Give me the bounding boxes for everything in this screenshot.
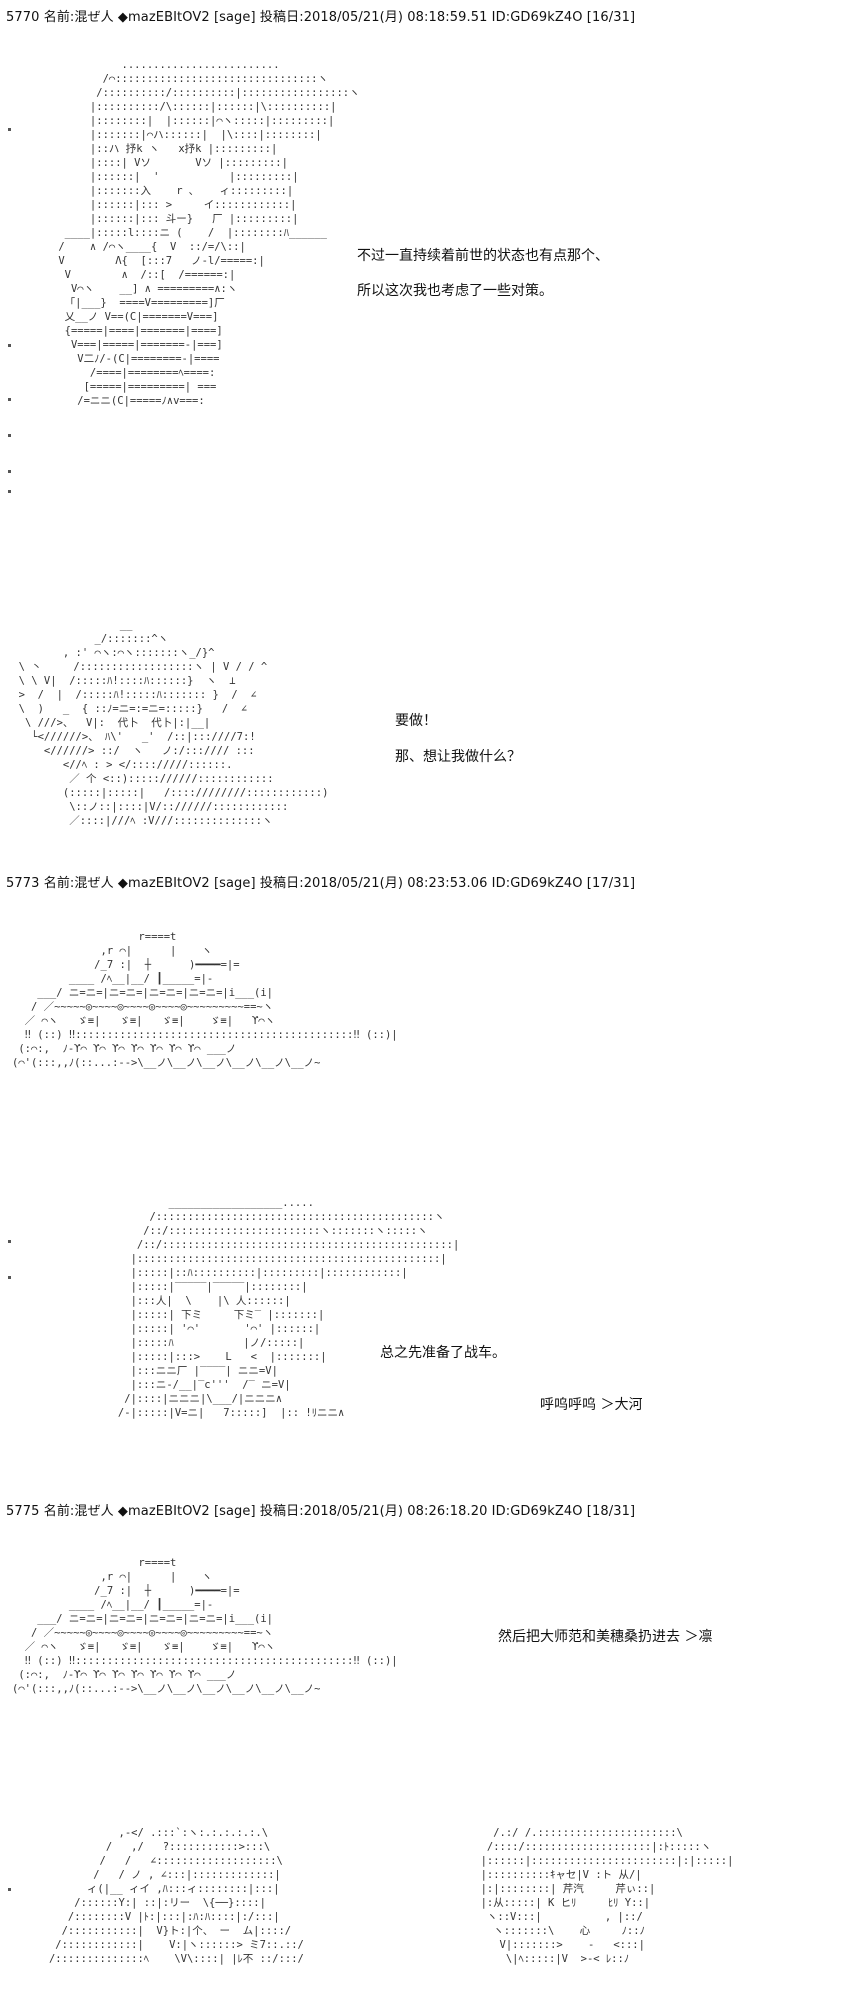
margin-dot [8,434,11,437]
margin-dot [8,1276,11,1279]
post-header: 5773 名前:混ぜ人 ◆mazEBItOV2 [sage] 投稿日:2018/… [6,876,636,891]
ascii-art-girl-hat: __________________..... /:::::::::::::::… [117,1197,460,1419]
ascii-art-girl-right: /.:/ /.::::::::::::::::::::::\ /::::/:::… [480,1827,734,1965]
margin-dot [8,344,11,347]
dialogue-line: 然后把大师范和美穗桑扔进去 ＞凛 [498,1629,713,1645]
ascii-art-girl-arms-raised: __ _/:::::::^ヽ , :' ⌒ヽ:⌒ヽ:::::::ヽ_/}^ \ … [18,619,329,827]
dialogue-line: 所以这次我也考虑了一些对策。 [357,283,553,299]
margin-dot [8,398,11,401]
ascii-art-girl-standing: ......................... /⌒::::::::::::… [58,59,360,407]
post-header: 5770 名前:混ぜ人 ◆mazEBItOV2 [sage] 投稿日:2018/… [6,10,636,25]
margin-dot [8,128,11,131]
dialogue-line: 呼呜呼呜 ＞大河 [540,1397,643,1413]
ascii-art-tank: r====t ,r ⌒| | ヽ /_7 :| ┼ )━━━━=|= ____ … [12,1557,398,1695]
post-header: 5775 名前:混ぜ人 ◆mazEBItOV2 [sage] 投稿日:2018/… [6,1504,636,1519]
dialogue-line: 那、想让我做什么？ [395,749,521,765]
ascii-art-tank: r====t ,r ⌒| | ヽ /_7 :| ┼ )━━━━=|= ____ … [12,931,398,1069]
margin-dot [8,1240,11,1243]
ascii-art-girl-left: ,-</ .:::`:ヽ:.:.:.:.:.\ / ,/ ?::::::::::… [48,1827,304,1965]
margin-dot [8,1888,11,1891]
margin-dot [8,470,11,473]
margin-dot [8,490,11,493]
dialogue-line: 总之先准备了战车。 [380,1345,506,1361]
dialogue-line: 不过一直持续着前世的状态也有点那个、 [357,248,609,264]
dialogue-line: 要做！ [395,713,437,729]
